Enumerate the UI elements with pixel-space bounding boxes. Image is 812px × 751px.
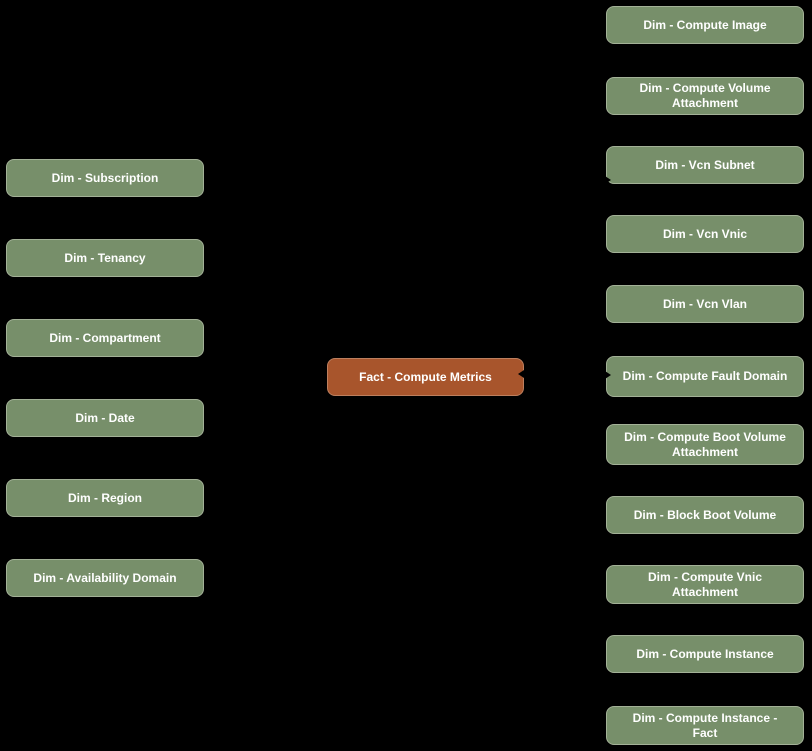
dim-node-compute-volume-attachment[interactable]: Dim - Compute Volume Attachment xyxy=(606,77,804,115)
connector-arrowhead-icon xyxy=(605,371,611,379)
dim-node-compartment[interactable]: Dim - Compartment xyxy=(6,319,204,357)
node-label: Dim - Compute Image xyxy=(643,17,767,32)
node-label: Dim - Block Boot Volume xyxy=(633,507,777,522)
dim-node-block-boot-volume[interactable]: Dim - Block Boot Volume xyxy=(606,496,804,534)
node-label: Dim - Tenancy xyxy=(64,250,146,265)
dim-node-compute-boot-volume-attachment[interactable]: Dim - Compute Boot Volume Attachment xyxy=(606,424,804,465)
node-label: Dim - Subscription xyxy=(51,170,159,185)
dim-node-compute-instance-fact[interactable]: Dim - Compute Instance - Fact xyxy=(606,706,804,745)
node-label: Dim - Compute Instance xyxy=(636,646,774,661)
dim-node-compute-image[interactable]: Dim - Compute Image xyxy=(606,6,804,44)
dim-node-availability-domain[interactable]: Dim - Availability Domain xyxy=(6,559,204,597)
node-label: Dim - Compute Fault Domain xyxy=(622,369,788,383)
dim-node-vcn-vlan[interactable]: Dim - Vcn Vlan xyxy=(606,285,804,323)
dim-node-tenancy[interactable]: Dim - Tenancy xyxy=(6,239,204,277)
dim-node-date[interactable]: Dim - Date xyxy=(6,399,204,437)
node-label: Dim - Vcn Vnic xyxy=(662,226,748,241)
dim-node-vcn-vnic[interactable]: Dim - Vcn Vnic xyxy=(606,215,804,253)
node-label: Dim - Vcn Subnet xyxy=(655,157,755,172)
node-label: Dim - Region xyxy=(68,490,142,505)
node-label: Dim - Compute Boot Volume Attachment xyxy=(624,429,786,459)
dim-node-compute-vnic-attachment[interactable]: Dim - Compute Vnic Attachment xyxy=(606,565,804,604)
fact-node-compute-metrics[interactable]: Fact - Compute Metrics xyxy=(327,358,524,396)
node-label: Dim - Compute Instance - Fact xyxy=(632,710,778,740)
dim-node-vcn-subnet[interactable]: Dim - Vcn Subnet xyxy=(606,146,804,184)
node-label: Dim - Compute Volume Attachment xyxy=(639,81,771,110)
dim-node-subscription[interactable]: Dim - Subscription xyxy=(6,159,204,197)
connector-arrowhead-icon xyxy=(605,176,611,184)
node-label: Fact - Compute Metrics xyxy=(359,369,492,384)
node-label: Dim - Compartment xyxy=(49,330,161,345)
node-label: Dim - Availability Domain xyxy=(33,570,177,585)
connector-arrowhead-icon xyxy=(518,370,524,378)
dim-node-region[interactable]: Dim - Region xyxy=(6,479,204,517)
dim-node-compute-instance[interactable]: Dim - Compute Instance xyxy=(606,635,804,673)
node-label: Dim - Compute Vnic Attachment xyxy=(647,569,762,599)
dim-node-compute-fault-domain[interactable]: Dim - Compute Fault Domain xyxy=(606,356,804,397)
node-label: Dim - Vcn Vlan xyxy=(662,296,748,311)
node-label: Dim - Date xyxy=(75,410,135,425)
